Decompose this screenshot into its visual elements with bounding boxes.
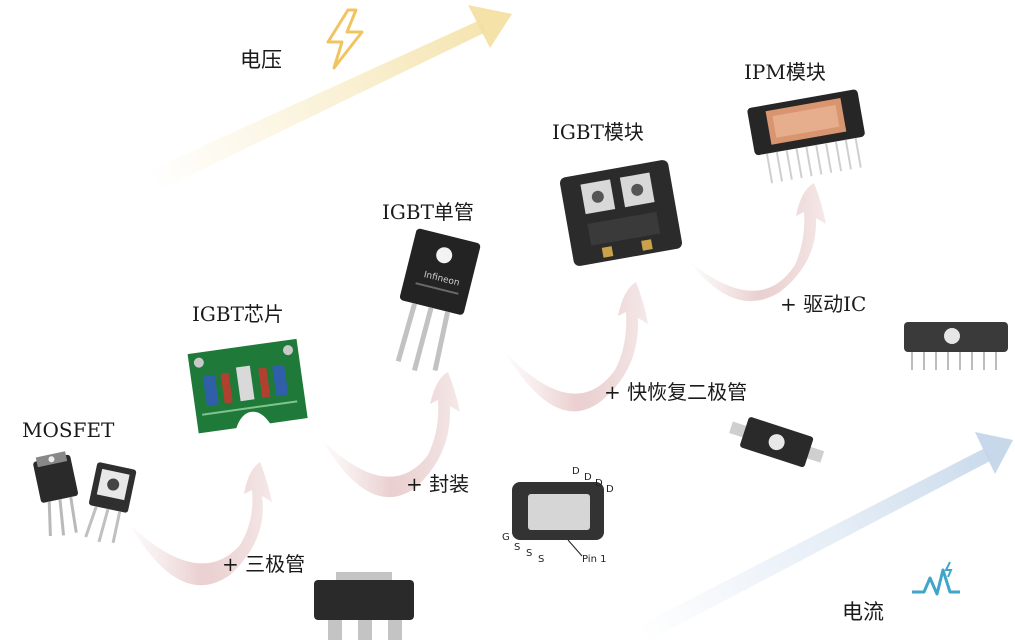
add-driver-ic-label: + 驱动IC [780, 292, 867, 316]
transistor-image [314, 572, 414, 640]
pulse-icon [912, 561, 960, 596]
igbt-module-label: IGBT模块 [552, 120, 644, 144]
current-arrow [640, 432, 1013, 640]
pin-label-d2: D [584, 472, 592, 483]
flow-arrow-2 [322, 372, 460, 498]
igbt-chip-image [187, 338, 308, 434]
pin-label-s2: S [526, 548, 532, 559]
add-diode-label: + 快恢复二极管 [604, 380, 748, 404]
igbt-chip-label: IGBT芯片 [192, 302, 284, 326]
voltage-arrow [150, 5, 512, 190]
voltage-label: 电压 [240, 48, 282, 72]
driver-ic-image [904, 322, 1008, 370]
smd-package-image: D D D D G S S S Pin 1 [502, 466, 614, 565]
diode-image [729, 417, 825, 468]
flow-arrow-1 [130, 462, 272, 586]
ipm-module-image [747, 89, 865, 184]
mosfet-label: MOSFET [22, 418, 115, 442]
lightning-icon [326, 8, 364, 70]
igbt-discrete-label: IGBT单管 [382, 200, 474, 224]
pin-label-d3: D [595, 478, 603, 489]
pin-label-s1: S [514, 542, 520, 553]
ipm-module-label: IPM模块 [744, 60, 826, 84]
pin-1-label: Pin 1 [582, 554, 606, 565]
add-transistor-label: + 三极管 [222, 552, 306, 576]
flow-arrow-3 [505, 282, 648, 412]
pin-label-g: G [502, 532, 510, 543]
igbt-module-image [559, 160, 683, 266]
pin-label-s3: S [538, 554, 544, 565]
mosfet-image [33, 451, 137, 544]
igbt-discrete-image: Infineon [395, 228, 481, 372]
add-package-label: + 封装 [406, 472, 470, 496]
current-label: 电流 [842, 600, 884, 624]
pin-label-d4: D [606, 484, 614, 495]
flow-arrow-4 [690, 183, 826, 302]
pin-label-d1: D [572, 466, 580, 477]
